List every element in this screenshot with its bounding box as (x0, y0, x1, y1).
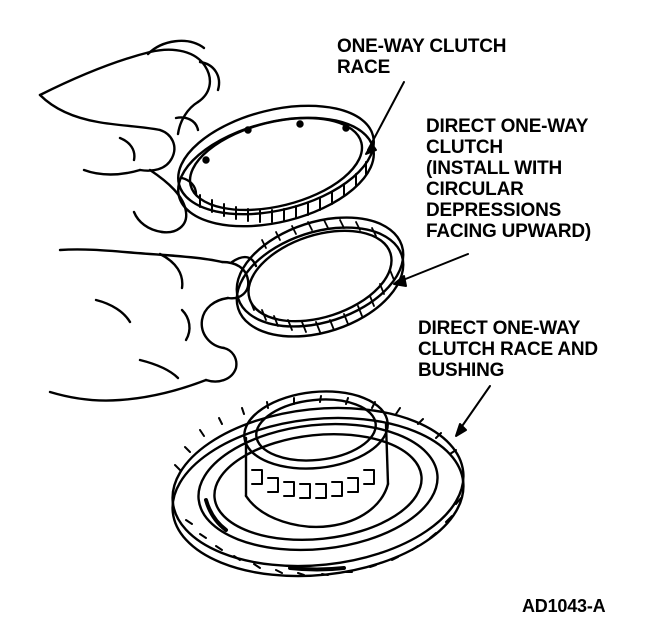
label-direct-one-way-clutch-race-and-bushing: DIRECT ONE-WAY CLUTCH RACE AND BUSHING (418, 318, 598, 381)
direct-one-way-clutch (235, 216, 405, 338)
label-direct-one-way-clutch: DIRECT ONE-WAY CLUTCH (INSTALL WITH CIRC… (426, 116, 592, 242)
direct-one-way-clutch-race-and-bushing (171, 390, 465, 578)
hands (38, 39, 258, 402)
label-one-way-clutch-race: ONE-WAY CLUTCH RACE (337, 36, 507, 78)
figure-id: AD1043-A (522, 596, 606, 616)
leader-lines (365, 81, 491, 437)
one-way-clutch-race (177, 104, 375, 228)
